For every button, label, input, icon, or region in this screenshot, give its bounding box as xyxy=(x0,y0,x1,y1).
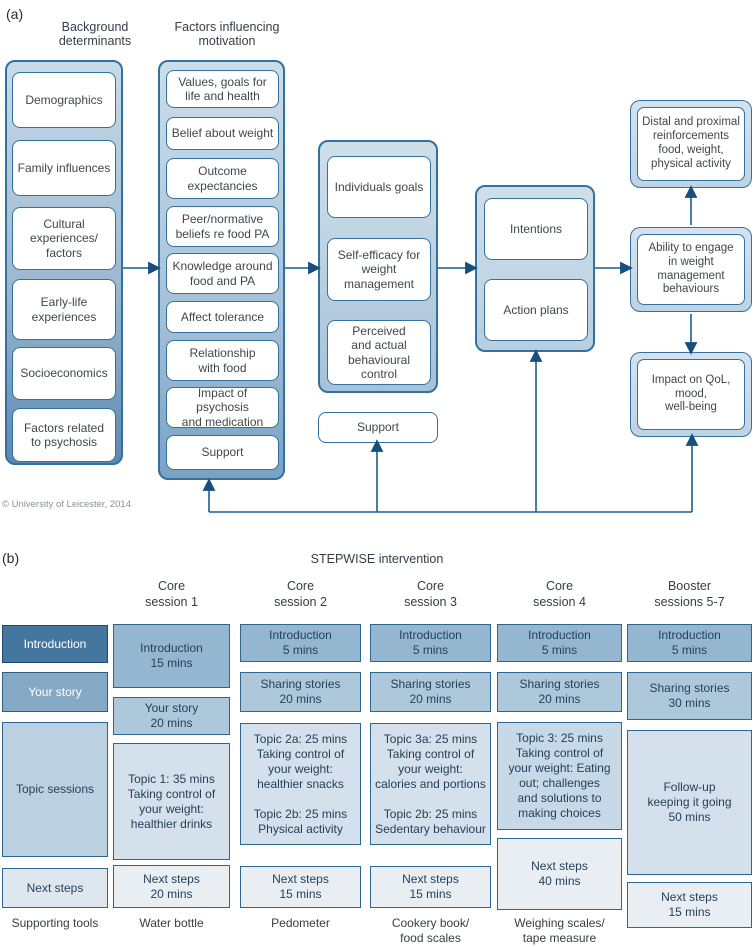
s1-next-steps-cell: Next steps 20 mins xyxy=(113,865,230,908)
row-label-your-story: Your story xyxy=(2,672,108,712)
s2-topic-cell: Topic 2a: 25 mins Taking control of your… xyxy=(240,723,361,845)
s4-tool: Weighing scales/ tape measure xyxy=(514,916,605,945)
box-perceived-actual-control: Perceived and actual behavioural control xyxy=(327,320,431,385)
stepwise-title: STEPWISE intervention xyxy=(310,552,444,566)
s2-next-steps-cell: Next steps 15 mins xyxy=(240,866,361,908)
box-impact-qol: Impact on QoL, mood, well-being xyxy=(630,352,752,437)
s3-topic-cell: Topic 3a: 25 mins Taking control of your… xyxy=(370,723,491,845)
box-belief-about-weight: Belief about weight xyxy=(166,117,279,150)
copyright-text: © University of Leicester, 2014 xyxy=(2,499,131,510)
box-support-standalone: Support xyxy=(318,412,438,443)
s2-tool: Pedometer xyxy=(271,916,330,930)
background-determinants-container: Demographics Family influences Cultural … xyxy=(5,60,123,465)
box-factors-related-psychosis: Factors related to psychosis xyxy=(12,408,116,462)
box-outcome-expectancies: Outcome expectancies xyxy=(166,158,279,199)
plans-container: Intentions Action plans xyxy=(475,185,595,352)
box-self-efficacy: Self-efficacy for weight management xyxy=(327,238,431,301)
s3-sharing-stories-cell: Sharing stories 20 mins xyxy=(370,672,491,712)
box-distal-proximal-reinforcements: Distal and proximal reinforcements food,… xyxy=(630,100,752,188)
distal-proximal-text: Distal and proximal reinforcements food,… xyxy=(637,107,745,181)
s1-introduction-cell: Introduction 15 mins xyxy=(113,624,230,688)
box-peer-normative-beliefs: Peer/normative beliefs re food PA xyxy=(166,206,279,247)
box-demographics: Demographics xyxy=(12,72,116,128)
header-core-session-2: Core session 2 xyxy=(274,579,327,610)
factors-motivation-container: Values, goals for life and health Belief… xyxy=(158,60,285,480)
row-label-supporting-tools: Supporting tools xyxy=(11,916,99,930)
s1-your-story-cell: Your story 20 mins xyxy=(113,697,230,735)
s1-topic-cell: Topic 1: 35 mins Taking control of your … xyxy=(113,743,230,860)
box-ability-engage: Ability to engage in weight management b… xyxy=(630,227,752,312)
box-early-life-experiences: Early-life experiences xyxy=(12,279,116,340)
row-label-topic-sessions: Topic sessions xyxy=(2,722,108,857)
factors-influencing-header: Factors influencing motivation xyxy=(174,20,280,49)
box-affect-tolerance: Affect tolerance xyxy=(166,301,279,333)
box-family-influences: Family influences xyxy=(12,140,116,196)
box-individuals-goals: Individuals goals xyxy=(327,156,431,218)
box-impact-psychosis-medication: Impact of psychosis and medication xyxy=(166,386,279,429)
s5-next-steps-cell: Next steps 15 mins xyxy=(627,882,752,928)
s3-introduction-cell: Introduction 5 mins xyxy=(370,624,491,662)
s5-introduction-cell: Introduction 5 mins xyxy=(627,624,752,662)
box-socioeconomics: Socioeconomics xyxy=(12,347,116,400)
s5-sharing-stories-cell: Sharing stories 30 mins xyxy=(627,672,752,720)
header-core-session-1: Core session 1 xyxy=(145,579,198,610)
s2-sharing-stories-cell: Sharing stories 20 mins xyxy=(240,672,361,712)
box-knowledge-food-pa: Knowledge around food and PA xyxy=(166,253,279,294)
background-determinants-header: Background determinants xyxy=(58,20,132,49)
header-core-session-3: Core session 3 xyxy=(404,579,457,610)
s3-next-steps-cell: Next steps 15 mins xyxy=(370,866,491,908)
s1-tool: Water bottle xyxy=(139,916,204,930)
box-values-goals: Values, goals for life and health xyxy=(166,70,279,108)
box-intentions: Intentions xyxy=(484,198,588,260)
panel-a-label: (a) xyxy=(6,6,24,22)
box-support-factors: Support xyxy=(166,435,279,470)
ability-engage-text: Ability to engage in weight management b… xyxy=(637,234,745,305)
s3-tool: Cookery book/ food scales xyxy=(391,916,470,945)
header-booster-sessions: Booster sessions 5-7 xyxy=(654,579,725,610)
s4-introduction-cell: Introduction 5 mins xyxy=(497,624,622,662)
impact-qol-text: Impact on QoL, mood, well-being xyxy=(637,359,745,430)
s4-topic-cell: Topic 3: 25 mins Taking control of your … xyxy=(497,722,622,830)
s4-next-steps-cell: Next steps 40 mins xyxy=(497,838,622,910)
panel-b-label: (b) xyxy=(2,550,20,566)
s5-follow-up-cell: Follow-up keeping it going 50 mins xyxy=(627,730,752,875)
header-core-session-4: Core session 4 xyxy=(533,579,586,610)
box-cultural-experiences: Cultural experiences/ factors xyxy=(12,207,116,270)
row-label-introduction: Introduction xyxy=(2,625,108,663)
box-action-plans: Action plans xyxy=(484,279,588,341)
s2-introduction-cell: Introduction 5 mins xyxy=(240,624,361,662)
box-relationship-with-food: Relationship with food xyxy=(166,340,279,381)
s4-sharing-stories-cell: Sharing stories 20 mins xyxy=(497,672,622,712)
motivation-constructs-container: Individuals goals Self-efficacy for weig… xyxy=(318,140,438,393)
row-label-next-steps: Next steps xyxy=(2,868,108,908)
